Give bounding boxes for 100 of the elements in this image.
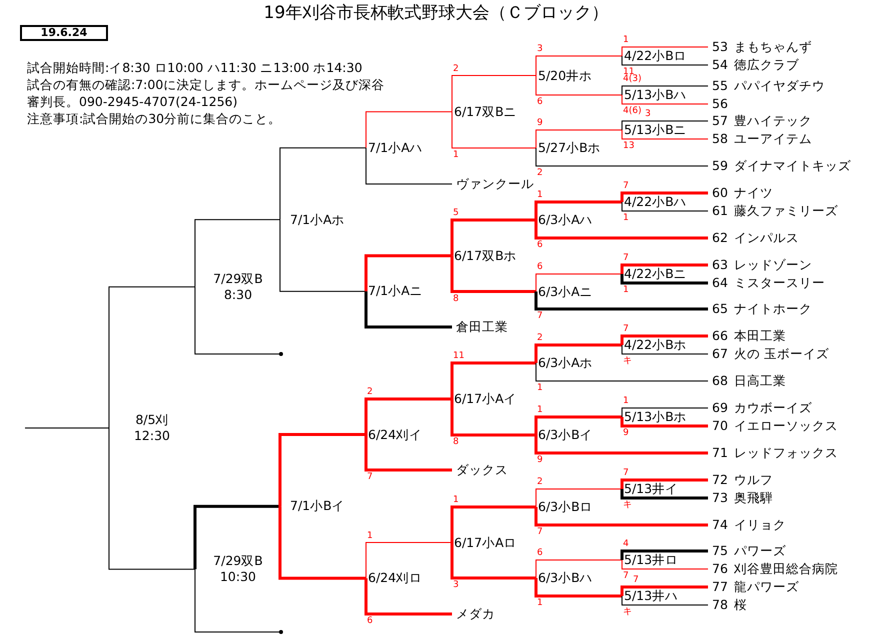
bracket-line (620, 192, 708, 202)
team-name: メダカ (454, 606, 495, 622)
seed-number: 70 (712, 418, 729, 434)
team-name: イリョク (734, 517, 786, 532)
bracket-line (622, 560, 708, 570)
match-label: 7/1小Aハ (366, 140, 423, 156)
bracket-line (194, 568, 280, 632)
team-name: ユーアイテム (734, 131, 812, 146)
bracket-line (534, 507, 708, 526)
seed-number: 67 (712, 346, 729, 362)
team-name: ヴァンクール (454, 176, 534, 192)
score-label: 7 (623, 572, 629, 581)
bracket-line (620, 264, 708, 274)
match-label: 7/29双B (212, 270, 264, 287)
bracket-line (622, 202, 708, 212)
team-name: 56 (710, 96, 728, 112)
score-label: 3 (645, 110, 651, 119)
start-time: 10:30 (218, 569, 258, 586)
score-label: 3 (537, 45, 543, 54)
bracket-line (622, 56, 708, 66)
seed-number: 76 (712, 561, 729, 577)
score-label: キ (623, 501, 632, 510)
team-name: ミスタースリー (734, 275, 825, 290)
seed-number: 63 (712, 257, 729, 273)
seed-number: 53 (712, 39, 729, 55)
score-label: 11 (453, 352, 464, 361)
seed-number: 68 (712, 373, 729, 389)
match-label: 4/22小Bホ (622, 337, 687, 353)
score-label: 6 (367, 617, 373, 626)
team-name: パパイヤダチウ (734, 78, 825, 93)
score-label: 6 (537, 241, 543, 250)
bracket-line (194, 219, 280, 288)
bracket-line (450, 256, 536, 293)
bracket-line (534, 292, 708, 310)
bracket-line (278, 506, 366, 580)
start-time: 12:30 (132, 428, 172, 444)
bracket-line (280, 147, 366, 220)
team-name: 豊ハイテック (734, 113, 812, 128)
bracket-line (450, 399, 536, 436)
bracket-line (622, 94, 708, 104)
score-label: キ (623, 608, 632, 617)
bracket-line (622, 120, 708, 130)
score-label: 1 (623, 286, 629, 295)
match-label: 5/13小Bハ (622, 87, 687, 103)
bracket-line (278, 433, 366, 506)
team-name: パワーズ (734, 543, 786, 558)
seed-number: 71 (712, 445, 729, 461)
bracket-line (534, 200, 622, 220)
score-label: 7 (623, 254, 629, 263)
match-label: 4/22小Bハ (622, 194, 687, 210)
team-name: イエローソックス (734, 418, 838, 433)
bracket-line (366, 111, 452, 148)
seed-number: 60 (712, 185, 729, 201)
seed-number: 62 (712, 230, 729, 246)
score-label: 2 (367, 388, 373, 397)
team-name: レッドゾーン (734, 257, 812, 272)
team-name: ナイツ (734, 185, 773, 200)
team-name: インパルス (734, 230, 799, 245)
team-name: 倉田工業 (454, 319, 508, 335)
bracket-line (536, 130, 622, 148)
team-name: 桜 (734, 597, 747, 612)
seed-number: 73 (712, 490, 729, 506)
match-label: 6/17小Aイ (452, 391, 517, 407)
bracket-line (620, 550, 708, 560)
score-label: 9 (623, 429, 629, 438)
bracket-line (364, 291, 452, 328)
title: 19年刈谷市長杯軟式野球大会（Ｃブロック） (262, 2, 610, 24)
bracket-line (622, 86, 708, 96)
seed-number: 61 (712, 203, 729, 219)
bracket-line (364, 398, 452, 434)
bracket-line (452, 111, 536, 148)
bracket-line (364, 254, 452, 292)
note-text: 注意事項:試合開始の30分前に集合のこと。 (27, 110, 282, 127)
seed-number: 69 (712, 400, 729, 416)
bracket-line (364, 434, 452, 472)
seed-number: 65 (712, 301, 729, 317)
match-label: 6/3小Aハ (536, 212, 593, 228)
seed-number: 58 (712, 131, 729, 147)
score-label: 1 (367, 532, 373, 540)
bracket-line (620, 586, 708, 596)
match-label: 6/17双Bニ (452, 104, 517, 120)
score-label: 2 (537, 478, 543, 487)
team-name: 刈谷豊田総合病院 (734, 561, 838, 576)
seed-number: 59 (712, 158, 729, 174)
line-end-dot (279, 630, 283, 634)
score-label: 2 (537, 334, 543, 343)
team-name: ダックス (454, 462, 508, 478)
seed-number: 54 (712, 57, 729, 73)
bracket-line (364, 578, 452, 616)
bracket-line (534, 578, 622, 598)
team-name: カウボーイズ (734, 400, 812, 415)
bracket-line (536, 560, 622, 578)
bracket-line (280, 219, 366, 292)
bracket-line (366, 147, 452, 184)
bracket-line (536, 362, 708, 382)
match-label: 7/1小Aニ (366, 283, 423, 300)
bracket-line (620, 489, 708, 500)
team-name: 火の 玉ボーイズ (734, 346, 829, 361)
match-label: 6/3小Bイ (536, 427, 593, 443)
team-name: 奥飛騨 (734, 490, 773, 505)
